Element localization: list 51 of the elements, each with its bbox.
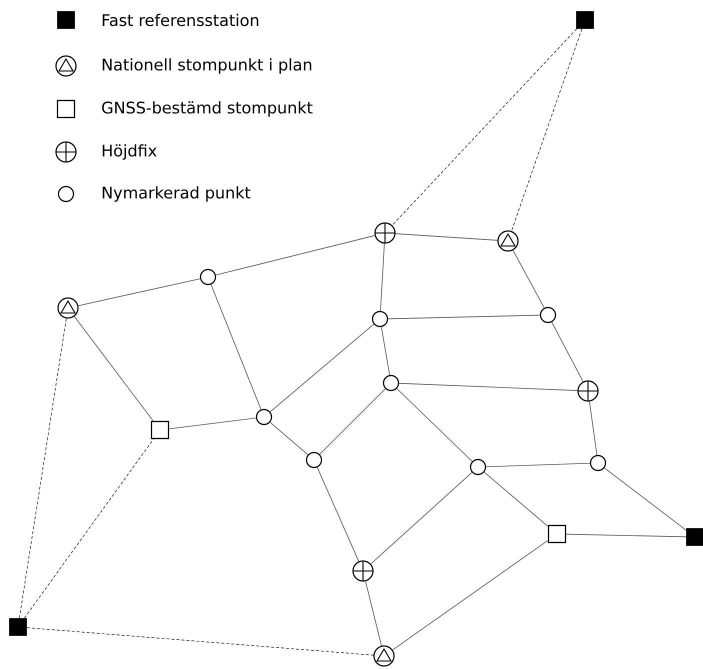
connecting-line [270, 422, 308, 456]
circle-marker [256, 408, 272, 426]
dashed-line [19, 318, 67, 618]
connecting-line [316, 467, 360, 562]
legend-text: Fast referensstation [102, 14, 258, 26]
circle-marker [372, 310, 388, 328]
square-marker [150, 420, 170, 440]
dashed-line [392, 28, 577, 226]
legend-text: GNSS-bestämd stompunkt [102, 101, 312, 117]
circle-marker [382, 374, 400, 392]
connecting-line [370, 472, 472, 564]
dashed-line [511, 28, 582, 232]
connecting-line [319, 388, 386, 455]
cross-circle-marker [352, 560, 374, 582]
connecting-line [380, 243, 385, 312]
connecting-line [74, 316, 154, 422]
dashed-line [26, 627, 374, 656]
connecting-line [396, 388, 473, 462]
triangle-marker [373, 645, 395, 667]
square-marker [548, 524, 566, 544]
circle-marker [470, 458, 486, 476]
circle-marker [540, 306, 556, 324]
station-square [9, 618, 27, 636]
cross-circle-marker [374, 222, 396, 244]
connecting-line [512, 250, 545, 308]
legend-text: Nymarkerad punkt [102, 186, 250, 202]
legend-text: Höjdfix [102, 144, 157, 160]
connecting-line [168, 418, 256, 430]
connecting-line [78, 278, 200, 306]
circle-marker [590, 454, 606, 472]
connecting-line [486, 462, 590, 468]
legend-text: Nationell stompunkt i plan [102, 58, 312, 74]
connecting-line [365, 580, 382, 646]
circle-marker [200, 268, 216, 286]
circle-marker [306, 452, 322, 468]
connecting-line [551, 322, 584, 382]
station-square [576, 11, 594, 29]
connecting-line [380, 326, 390, 376]
cross-circle-marker [577, 380, 599, 402]
connecting-line [388, 314, 540, 320]
dashed-line [24, 438, 154, 618]
connecting-line [484, 472, 548, 527]
connecting-line [392, 540, 548, 650]
connecting-line [566, 534, 686, 538]
connecting-line [210, 284, 262, 410]
connecting-line [395, 233, 498, 241]
connecting-line [589, 401, 598, 456]
connecting-line [398, 382, 578, 391]
connecting-line [215, 235, 376, 276]
connecting-line [270, 324, 374, 412]
connecting-line [604, 468, 686, 531]
